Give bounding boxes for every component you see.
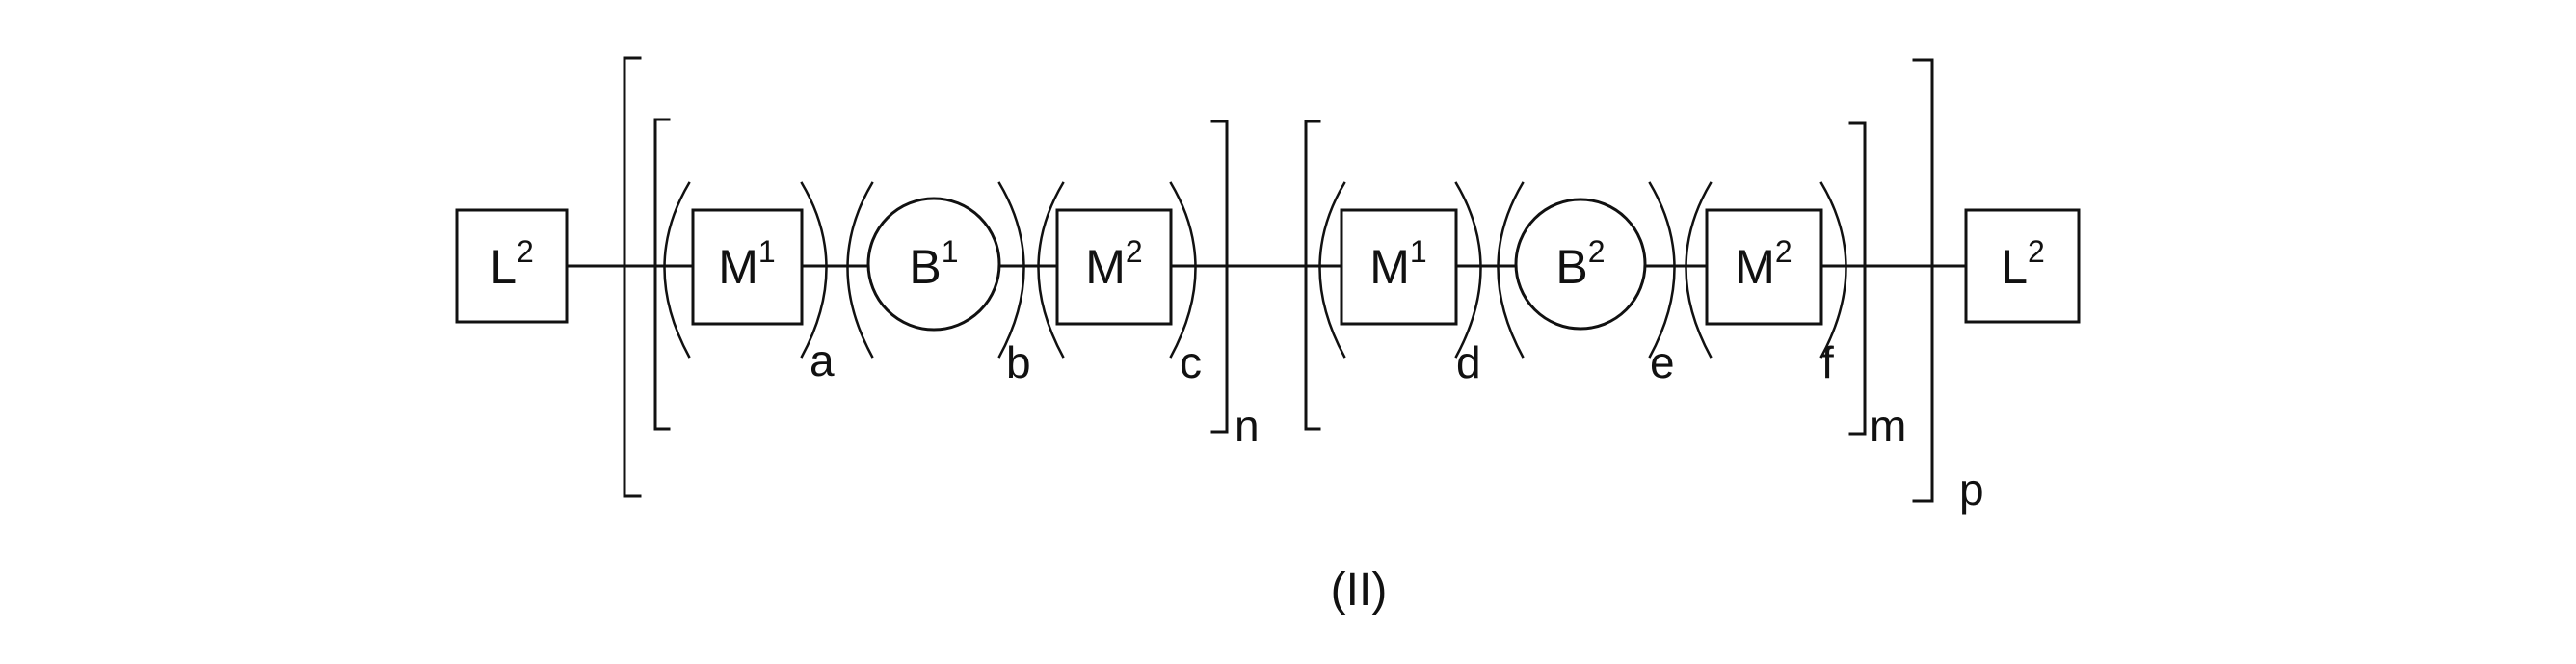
paren-d-right bbox=[1456, 183, 1481, 357]
paren-c-right bbox=[1171, 183, 1196, 357]
subscript-m: m bbox=[1870, 401, 1906, 451]
subscript-d: d bbox=[1456, 337, 1481, 387]
formula-number: (II) bbox=[1331, 565, 1388, 616]
unit1-second-group-base: M bbox=[1085, 240, 1126, 294]
unit2-second-group-box: M2 bbox=[1707, 210, 1821, 324]
paren-f-right bbox=[1821, 183, 1846, 357]
right-end-group-base: L bbox=[2001, 240, 2028, 294]
unit1-first-group-superscript: 1 bbox=[758, 234, 776, 269]
subscript-a: a bbox=[810, 335, 835, 385]
subscript-n: n bbox=[1235, 401, 1260, 451]
unit2-first-group-superscript: 1 bbox=[1410, 234, 1427, 269]
unit2-second-group-base: M bbox=[1735, 240, 1775, 294]
subscript-p: p bbox=[1959, 465, 1984, 515]
unit2-core-base: B bbox=[1555, 240, 1587, 294]
unit2-first-group-box: M1 bbox=[1341, 210, 1456, 324]
unit1-core-base: B bbox=[909, 240, 941, 294]
unit1-core-superscript: 1 bbox=[942, 234, 959, 269]
subscript-f: f bbox=[1821, 337, 1834, 387]
unit1-first-group-base: M bbox=[718, 240, 758, 294]
left-end-group-base: L bbox=[490, 240, 517, 294]
unit1-first-group-box: M1 bbox=[693, 210, 802, 324]
repeat-parentheses bbox=[665, 183, 1846, 357]
paren-e-right bbox=[1650, 183, 1675, 357]
right-end-group-box: L2 bbox=[1966, 210, 2079, 322]
unit1-second-group-superscript: 2 bbox=[1126, 234, 1143, 269]
right-end-group-superscript: 2 bbox=[2028, 234, 2045, 269]
unit1-second-group-box: M2 bbox=[1057, 210, 1171, 324]
paren-b-right bbox=[999, 183, 1024, 357]
unit2-second-group-superscript: 2 bbox=[1775, 234, 1793, 269]
unit2-first-group-base: M bbox=[1369, 240, 1410, 294]
subscript-c: c bbox=[1180, 337, 1202, 387]
unit2-core-circle: B2 bbox=[1516, 199, 1645, 329]
left-end-group-superscript: 2 bbox=[517, 234, 534, 269]
unit2-core-superscript: 2 bbox=[1588, 234, 1606, 269]
paren-a-left bbox=[665, 183, 690, 357]
left-end-group-box: L2 bbox=[457, 210, 567, 322]
subscript-b: b bbox=[1006, 337, 1031, 387]
unit1-core-circle: B1 bbox=[868, 199, 999, 330]
subscript-e: e bbox=[1650, 337, 1675, 387]
paren-a-right bbox=[802, 183, 827, 357]
